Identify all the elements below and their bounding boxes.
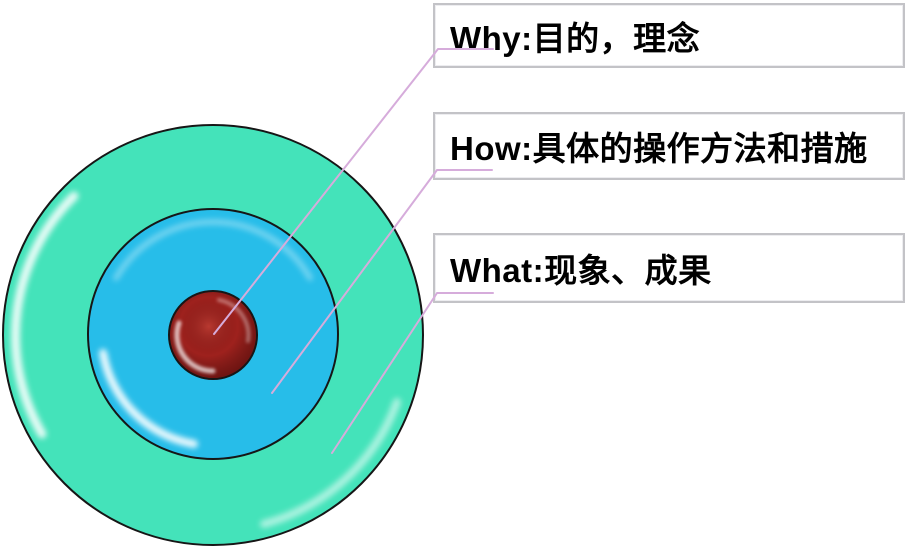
inner-circle-why bbox=[168, 290, 258, 380]
callout-how-label: How:具体的操作方法和措施 bbox=[450, 130, 868, 167]
outer-circle-gloss-left bbox=[11, 191, 79, 439]
middle-circle-gloss-top bbox=[113, 219, 313, 281]
callout-box-what: What:现象、成果 bbox=[433, 233, 905, 303]
callout-what-label: What:现象、成果 bbox=[450, 252, 712, 289]
outer-circle-what bbox=[2, 124, 424, 546]
callout-why-label: Why:目的，理念 bbox=[450, 19, 701, 57]
leader-line-what bbox=[331, 292, 494, 454]
middle-circle-gloss-bottom-left bbox=[99, 349, 198, 448]
inner-circle-gloss-left bbox=[174, 320, 216, 374]
callout-box-how: How:具体的操作方法和措施 bbox=[433, 112, 905, 180]
callout-box-why: Why:目的，理念 bbox=[433, 3, 905, 68]
inner-circle-gloss-top-right bbox=[217, 298, 251, 343]
inner-circle-shading bbox=[170, 292, 256, 378]
outer-circle-gloss-bottom-right bbox=[260, 398, 401, 528]
middle-circle-how bbox=[87, 208, 339, 460]
